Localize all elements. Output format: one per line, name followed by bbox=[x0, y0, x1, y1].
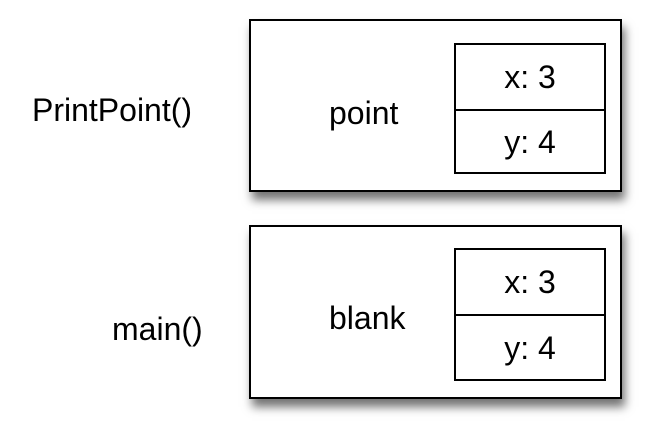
field-x: x: 3 bbox=[456, 45, 604, 111]
stack-frame-printpoint: point x: 3 y: 4 bbox=[249, 19, 622, 192]
field-x: x: 3 bbox=[456, 250, 604, 316]
variable-name-blank: blank bbox=[329, 300, 406, 336]
field-y: y: 4 bbox=[504, 123, 556, 160]
variable-name-point: point bbox=[329, 95, 399, 131]
point-struct: x: 3 y: 4 bbox=[454, 43, 606, 174]
stack-frame-main: blank x: 3 y: 4 bbox=[249, 225, 622, 399]
point-struct: x: 3 y: 4 bbox=[454, 248, 606, 381]
frame-function-label-main: main() bbox=[112, 311, 203, 347]
field-y: y: 4 bbox=[504, 329, 556, 366]
frame-function-label-printpoint: PrintPoint() bbox=[32, 92, 193, 128]
